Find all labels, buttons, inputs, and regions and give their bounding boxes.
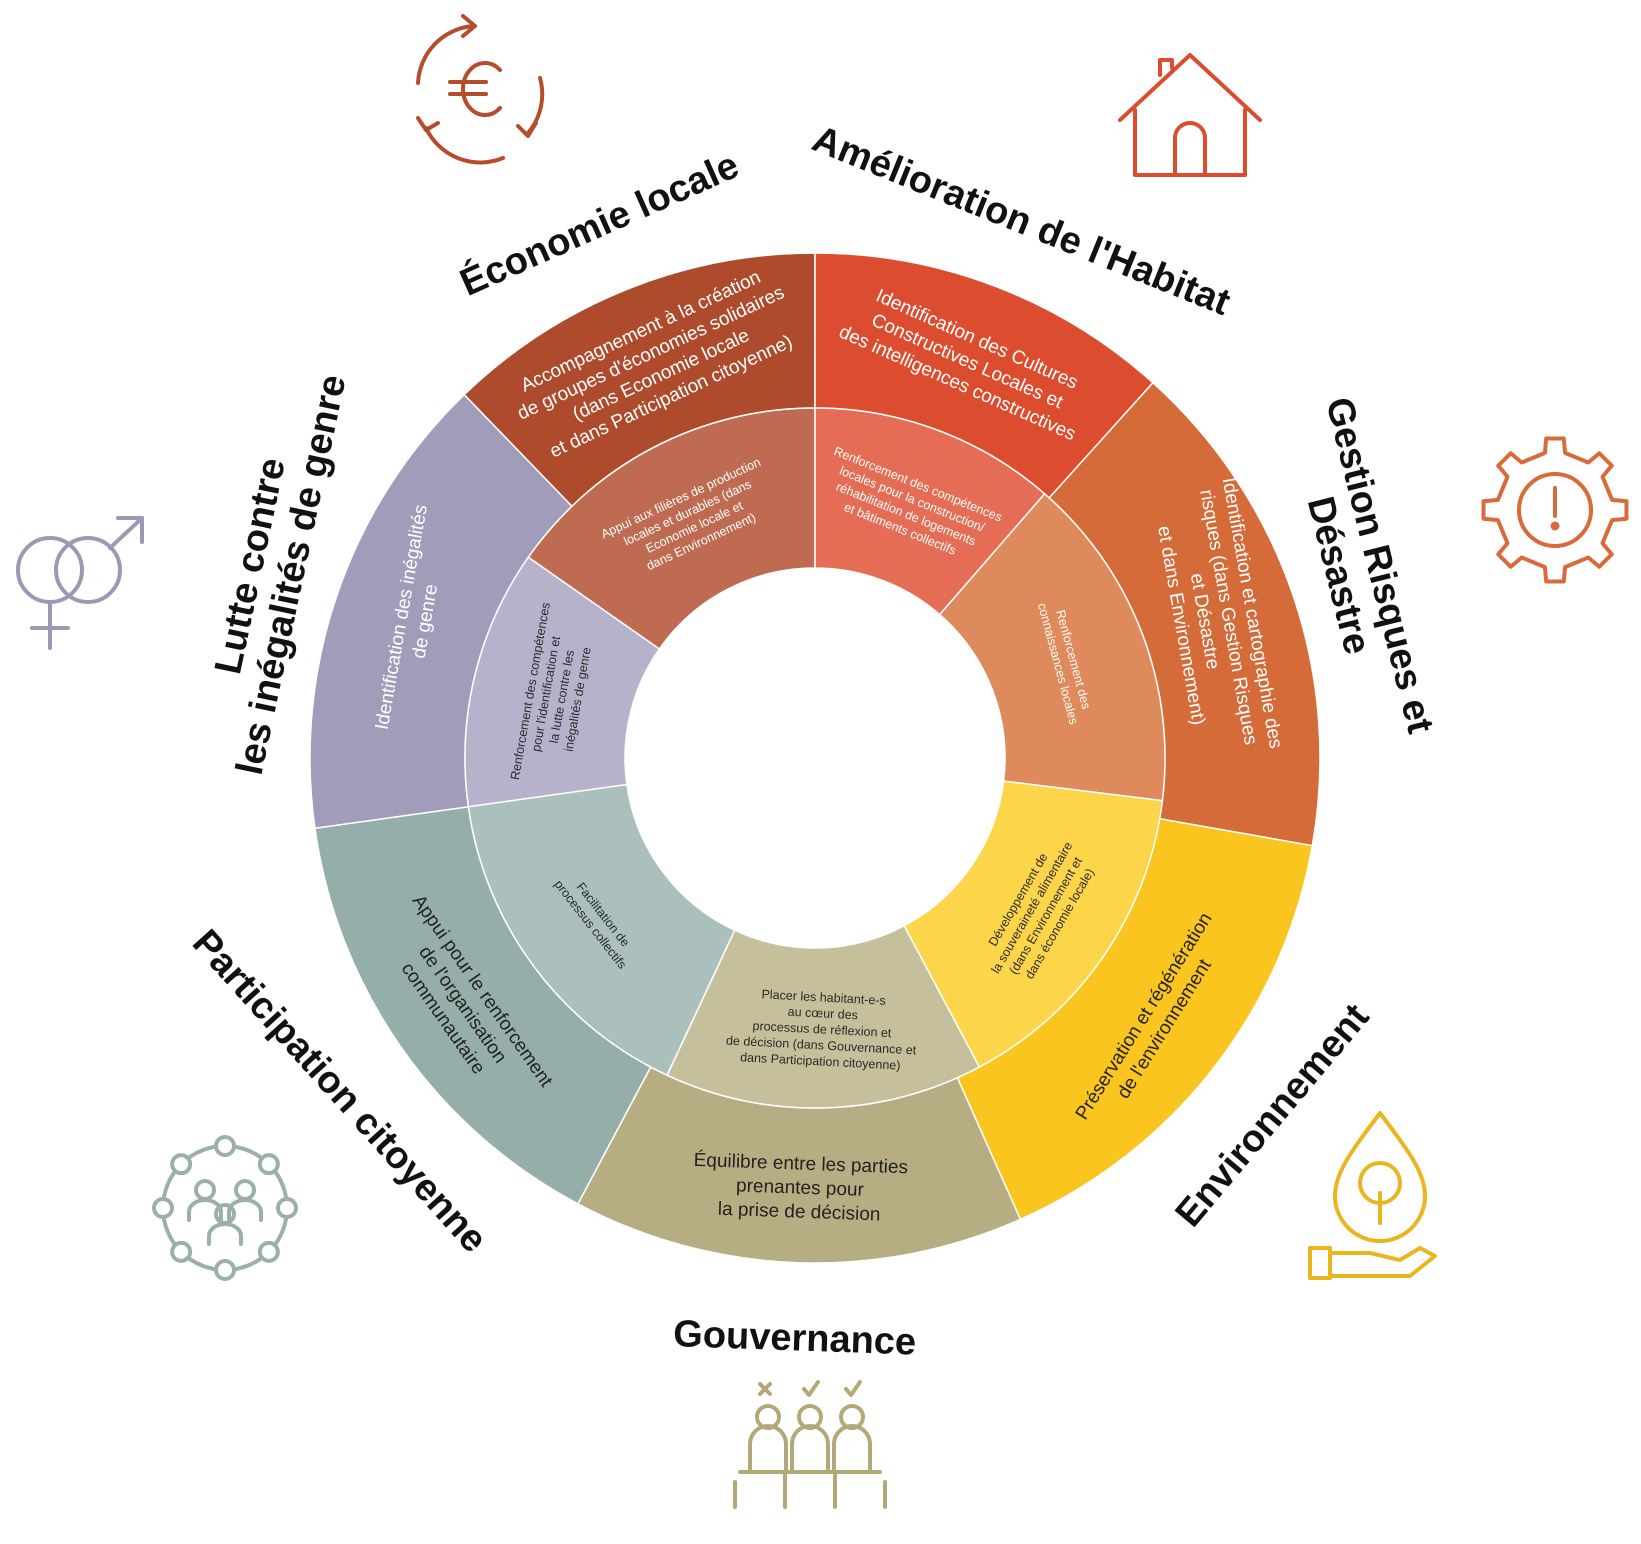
inner-label-gouvernance-line: Placer les habitant-e-s [761, 987, 886, 1007]
house-icon [1118, 53, 1262, 177]
outer-label-gouvernance-line: prenantes pour [736, 1175, 865, 1200]
category-icons [16, 14, 1629, 1509]
inner-segment-genre [464, 556, 661, 808]
community-network-icon [152, 1135, 298, 1281]
wheel-rings [309, 252, 1321, 1264]
gear-alert-icon [1481, 436, 1629, 584]
meeting-vote-icon [733, 1380, 887, 1509]
eco-drop-hand-icon [1308, 1111, 1437, 1280]
center-hole [625, 568, 1005, 948]
title-gouvernance: Gouvernance [673, 1313, 917, 1363]
title-gouvernance-line: Gouvernance [673, 1313, 917, 1363]
inner-label-gouvernance-line: au cœur des [787, 1005, 858, 1023]
gender-symbols-icon [16, 516, 144, 650]
euro-cycle-icon [416, 14, 545, 165]
